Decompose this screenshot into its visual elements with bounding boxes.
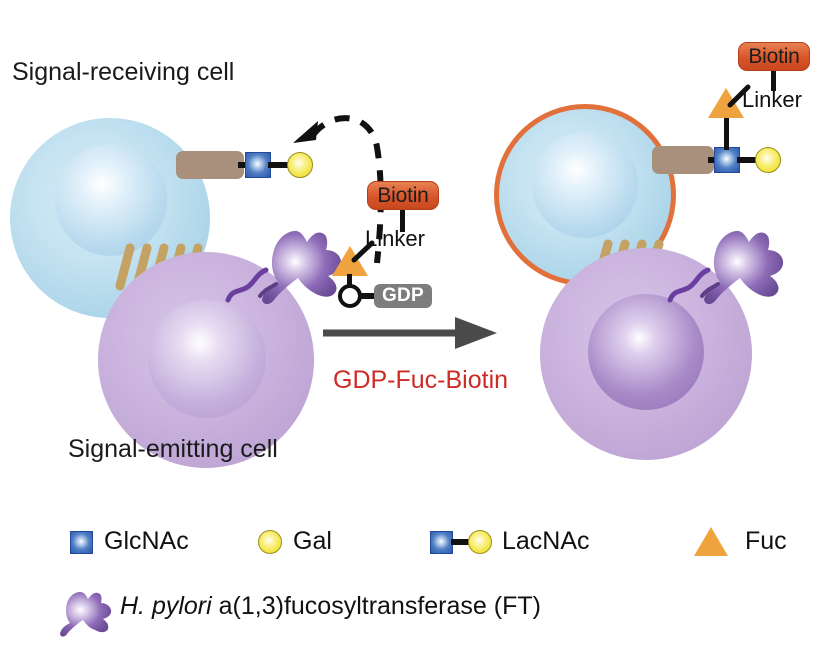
legend-glcnac-label: GlcNAc bbox=[104, 527, 189, 555]
legend-lacnac-gal-icon bbox=[468, 530, 492, 554]
bond-biotin-linker-product bbox=[771, 71, 776, 91]
gdp-pill-text: GDP bbox=[381, 285, 425, 306]
linker-label-reagent: Linker bbox=[365, 226, 425, 251]
fucosyltransferase-enzyme-right bbox=[700, 230, 784, 305]
legend-gal-icon bbox=[258, 530, 282, 554]
receiving-cell-right-nucleus bbox=[532, 132, 638, 238]
bond-fuc-anomeric-reagent bbox=[347, 274, 352, 288]
fuc-symbol-right bbox=[708, 88, 744, 118]
legend-enzyme-label: H. pylori a(1,3)fucosyltransferase (FT) bbox=[120, 592, 541, 621]
bond-fuc-linker-product bbox=[727, 84, 751, 108]
legend-lacnac-bond bbox=[451, 539, 474, 545]
legend-gal-label: Gal bbox=[293, 527, 332, 555]
biotin-pill-product: Biotin bbox=[738, 42, 810, 71]
bond-glcnac-gal-right bbox=[737, 157, 761, 163]
reaction-arrow bbox=[323, 317, 497, 349]
bond-o-gdp bbox=[360, 293, 377, 299]
emitting-cell-left-nucleus bbox=[148, 300, 266, 418]
gdp-pill: GDP bbox=[374, 284, 432, 308]
biotin-pill-product-text: Biotin bbox=[748, 44, 800, 68]
gal-symbol-right bbox=[755, 147, 781, 173]
biotin-pill-reagent-text: Biotin bbox=[377, 183, 429, 207]
legend-lacnac-glcnac-icon bbox=[430, 531, 453, 554]
reaction-label: GDP-Fuc-Biotin bbox=[333, 366, 509, 394]
glcnac-symbol-left bbox=[245, 152, 271, 178]
legend-enzyme-icon bbox=[60, 592, 112, 637]
biotin-pill-reagent: Biotin bbox=[367, 181, 439, 210]
signal-receiving-cell-label: Signal-receiving cell bbox=[12, 58, 235, 86]
legend-fuc-label: Fuc bbox=[745, 527, 787, 555]
enzyme-tether-left bbox=[225, 267, 269, 303]
receptor-bar-right bbox=[652, 146, 714, 174]
fucosyltransferase-enzyme-left bbox=[258, 230, 342, 305]
legend-fuc-icon bbox=[694, 527, 728, 556]
gal-symbol-left bbox=[287, 152, 313, 178]
emitting-cell-right-nucleus bbox=[588, 294, 704, 410]
anomeric-oxygen-circle bbox=[338, 284, 362, 308]
legend-lacnac-label: LacNAc bbox=[502, 527, 590, 555]
bond-glcnac-gal-left bbox=[268, 162, 294, 168]
signal-emitting-cell-label: Signal-emitting cell bbox=[68, 435, 278, 463]
bond-fuc-linker-reagent bbox=[351, 240, 375, 263]
legend-glcnac-icon bbox=[70, 531, 93, 554]
linker-label-product: Linker bbox=[742, 87, 802, 112]
legend-enzyme-species: H. pylori bbox=[120, 592, 212, 620]
bond-glcnac-fuc-right bbox=[724, 118, 729, 150]
glcnac-symbol-right bbox=[714, 147, 740, 173]
enzyme-tether-right bbox=[667, 267, 711, 303]
receiving-cell-left-nucleus bbox=[55, 144, 167, 256]
legend-enzyme-rest: a(1,3)fucosyltransferase (FT) bbox=[211, 592, 541, 620]
transfer-dashed-arrow bbox=[293, 115, 384, 264]
receptor-bar-left bbox=[176, 151, 244, 179]
bond-biotin-linker-reagent bbox=[400, 210, 405, 232]
